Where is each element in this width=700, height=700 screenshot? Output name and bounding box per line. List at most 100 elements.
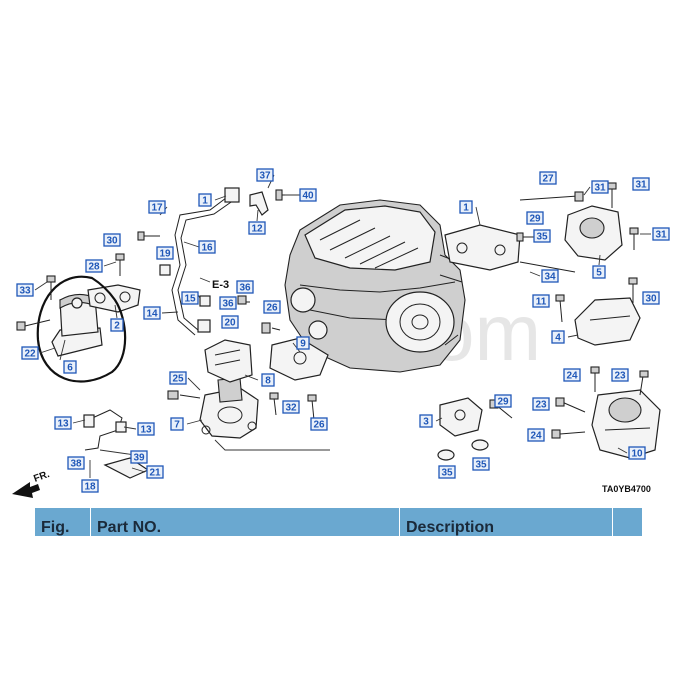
svg-text:10: 10 <box>631 449 643 460</box>
svg-text:1: 1 <box>463 203 469 214</box>
svg-text:12: 12 <box>251 224 263 235</box>
column-header-description: Description <box>400 508 613 536</box>
svg-text:33: 33 <box>19 286 31 297</box>
callout-30: 30 <box>642 291 660 305</box>
svg-text:24: 24 <box>530 431 542 442</box>
svg-text:13: 13 <box>57 419 69 430</box>
callout-31: 31 <box>652 227 670 241</box>
parts-table-header: Fig. Part NO. Description <box>35 508 642 536</box>
callout-14: 14 <box>143 306 161 320</box>
bolt-27 <box>519 195 579 201</box>
mount-part-10 <box>591 389 661 459</box>
callout-35: 35 <box>533 229 551 243</box>
callout-33: 33 <box>16 283 34 297</box>
callout-36: 36 <box>236 280 254 294</box>
callout-26: 26 <box>310 417 328 431</box>
callout-24: 24 <box>563 368 581 382</box>
callout-11: 11 <box>532 294 550 308</box>
callout-10: 10 <box>628 446 646 460</box>
svg-text:26: 26 <box>266 303 278 314</box>
callout-1: 1 <box>198 193 212 207</box>
front-arrow <box>12 482 40 498</box>
callout-5: 5 <box>592 265 606 279</box>
svg-text:23: 23 <box>614 371 626 382</box>
callout-25: 25 <box>169 371 187 385</box>
callout-2: 2 <box>110 318 124 332</box>
svg-text:15: 15 <box>184 294 196 305</box>
callout-12: 12 <box>248 221 266 235</box>
bolts-center <box>167 295 317 421</box>
svg-text:11: 11 <box>536 297 547 308</box>
svg-text:35: 35 <box>441 468 453 479</box>
callout-30: 30 <box>103 233 121 247</box>
callout-32: 32 <box>282 400 300 414</box>
callout-24: 24 <box>527 428 545 442</box>
svg-text:34: 34 <box>544 272 556 283</box>
svg-text:13: 13 <box>140 425 152 436</box>
column-header-fig: Fig. <box>35 508 91 536</box>
svg-text:9: 9 <box>300 339 306 350</box>
svg-text:14: 14 <box>146 309 158 320</box>
callout-17: 17 <box>148 200 166 214</box>
svg-text:18: 18 <box>84 482 96 493</box>
callout-23: 23 <box>611 368 629 382</box>
callout-36: 36 <box>219 296 237 310</box>
bracket-12 <box>249 191 269 216</box>
callout-22: 22 <box>21 346 39 360</box>
callout-16: 16 <box>198 240 216 254</box>
svg-text:20: 20 <box>224 318 236 329</box>
svg-text:7: 7 <box>174 420 180 431</box>
svg-text:5: 5 <box>596 268 602 279</box>
callout-6: 6 <box>63 360 77 374</box>
highlight-circle <box>36 275 127 383</box>
svg-text:36: 36 <box>222 299 234 310</box>
leader-lines <box>34 174 651 478</box>
small-parts-35 <box>437 439 489 461</box>
callout-13: 13 <box>137 422 155 436</box>
svg-text:27: 27 <box>542 174 554 185</box>
svg-text:21: 21 <box>149 468 161 479</box>
svg-text:19: 19 <box>159 249 171 260</box>
callout-29: 29 <box>494 394 512 408</box>
svg-text:8: 8 <box>265 376 271 387</box>
bolts-right <box>489 182 649 439</box>
mount-part-5 <box>564 205 623 261</box>
callout-9: 9 <box>296 336 310 350</box>
mount-part-7 <box>199 377 259 439</box>
callout-18: 18 <box>81 479 99 493</box>
svg-text:39: 39 <box>133 453 145 464</box>
column-header-blank <box>613 508 642 536</box>
callout-23: 23 <box>532 397 550 411</box>
svg-text:36: 36 <box>239 283 251 294</box>
callout-26: 26 <box>263 300 281 314</box>
callout-39: 39 <box>130 450 148 464</box>
svg-text:22: 22 <box>24 349 36 360</box>
callout-19: 19 <box>156 246 174 260</box>
svg-text:32: 32 <box>285 403 297 414</box>
svg-text:3: 3 <box>423 417 429 428</box>
callout-15: 15 <box>181 291 199 305</box>
callout-34: 34 <box>541 269 559 283</box>
reference-label: E-3 <box>212 279 229 291</box>
callout-40: 40 <box>299 188 317 202</box>
svg-text:30: 30 <box>645 294 657 305</box>
callout-35: 35 <box>472 457 490 471</box>
svg-text:35: 35 <box>536 232 548 243</box>
callout-8: 8 <box>261 373 275 387</box>
engine-assembly <box>284 199 466 373</box>
svg-text:25: 25 <box>172 374 184 385</box>
callout-31: 31 <box>632 177 650 191</box>
callout-20: 20 <box>221 315 239 329</box>
svg-text:29: 29 <box>529 214 541 225</box>
callout-3: 3 <box>419 414 433 428</box>
svg-text:23: 23 <box>535 400 547 411</box>
svg-text:26: 26 <box>313 420 325 431</box>
callout-35: 35 <box>438 465 456 479</box>
callout-29: 29 <box>526 211 544 225</box>
bracket-13-18 <box>83 409 150 479</box>
svg-text:4: 4 <box>555 333 561 344</box>
callout-7: 7 <box>170 417 184 431</box>
front-label: FR. <box>32 469 51 485</box>
svg-text:37: 37 <box>259 171 271 182</box>
